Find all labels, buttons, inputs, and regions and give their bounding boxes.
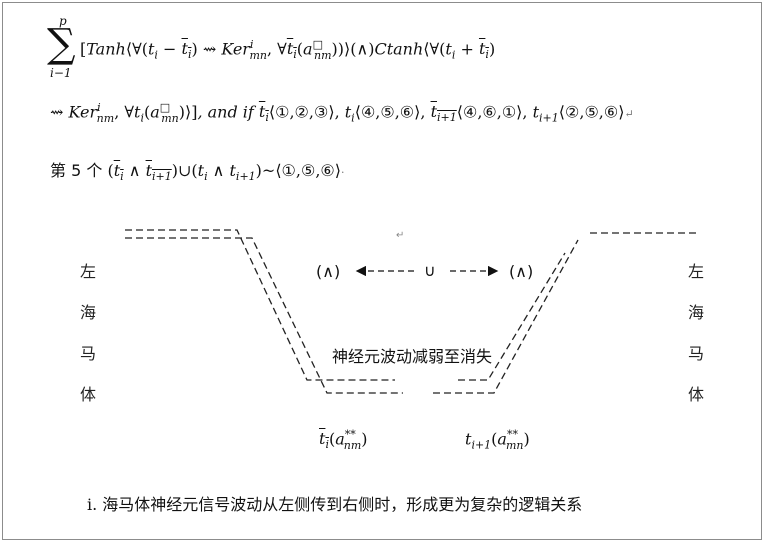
right-dashed-path-inner [433,239,579,394]
formula-line-2: ⇝ Kerinm, ∀ti(a□mn)⟩], and if ti⟨①,②,③⟩,… [50,101,634,125]
neuron-fade-text: 神经元波动减弱至消失 [332,347,493,366]
right-hippocampus-label: 左 海 马 体 [687,262,704,404]
figure-caption: ⅰ. 海马体神经元信号波动从左侧传到右侧时，形成更为复杂的逻辑关系 [87,495,583,514]
sum-upper-limit: p [59,14,67,28]
left-dashed-path-outer [125,229,395,381]
formula-line-1: [Tanh⟨∀(ti − ti) ⇝ Kerimn, ∀ti(a□nm))⟩(∧… [80,38,496,62]
left-and-operator: (∧) [316,262,341,281]
formula-line-3: 第 5 个 (ti ∧ ti+1)∪(ti ∧ ti+1)~⟨①,⑤,⑥⟩· [50,161,345,184]
bottom-left-term: ti(a**nm) [319,428,368,452]
svg-text:↵: ↵ [396,230,404,241]
left-dashed-path-inner [125,237,403,394]
right-and-operator: (∧) [509,262,534,281]
union-operator: ∪ [424,261,436,280]
left-hippocampus-label: 左 海 马 体 [79,262,96,404]
bottom-right-term: ti+1(a**mn) [465,428,530,452]
sum-lower-limit: i−1 [50,66,72,80]
summation-symbol: ∑ [47,21,76,67]
